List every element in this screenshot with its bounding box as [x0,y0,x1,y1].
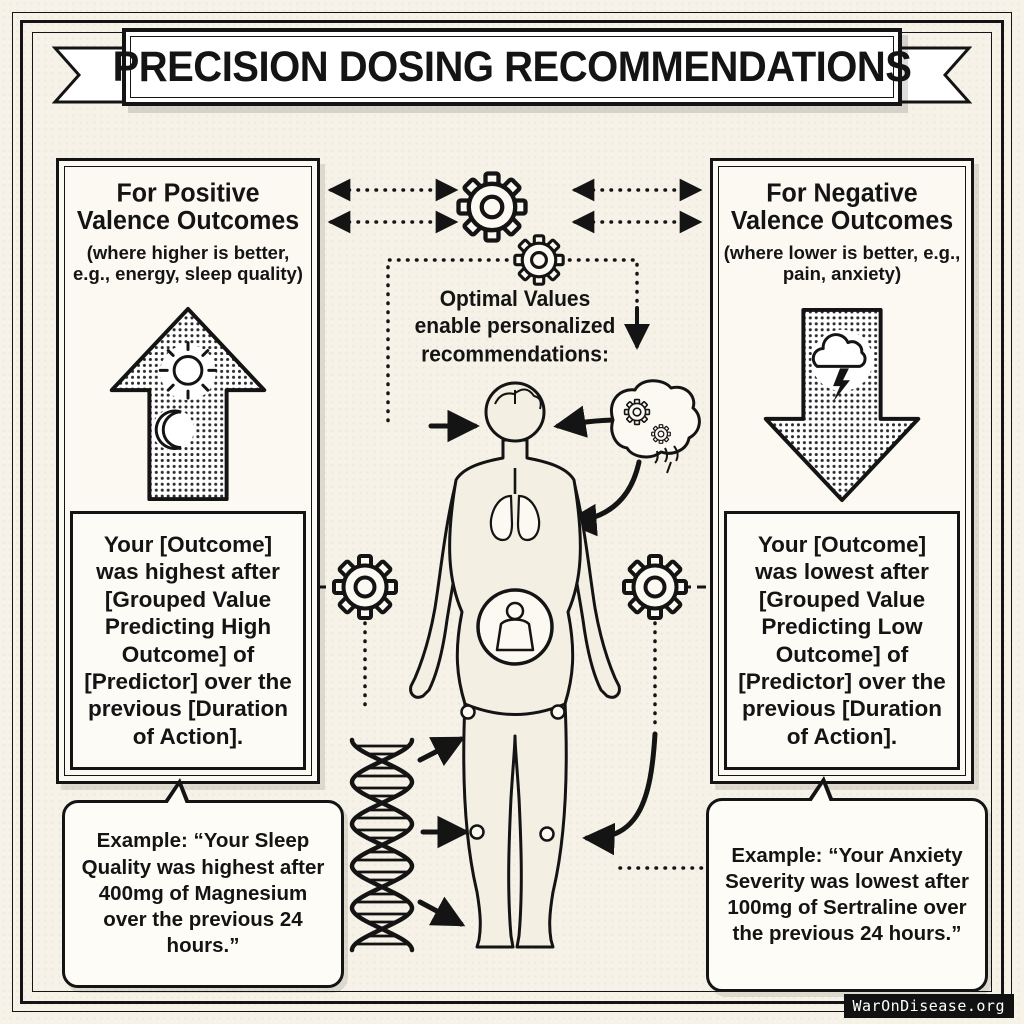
negative-panel-subtitle: (where lower is better, e.g., pain, anxi… [723,241,961,284]
gut-target-icon [476,588,554,666]
positive-recommendation-text: Your [Outcome] was highest after [Groupe… [84,531,292,749]
positive-panel-heading: For Positive Valence Outcomes [76,178,300,236]
negative-example-bubble: Example: “Your Anxiety Severity was lowe… [706,776,988,992]
moon-icon [152,408,194,451]
human-figure-icon [409,381,621,949]
storm-cloud-icon [811,329,873,403]
up-arrow-icon [59,303,317,506]
down-arrow-icon [713,303,971,506]
lungs-icon [489,468,541,542]
positive-example-text: Example: “Your Sleep Quality was highest… [81,829,325,958]
positive-valence-panel: For Positive Valence Outcomes (where hig… [56,158,320,784]
dose-site-dots [460,704,566,842]
page-title: PRECISION DOSING RECOMMENDATIONS [112,43,912,90]
title-banner: PRECISION DOSING RECOMMENDATIONS [113,28,912,106]
sun-icon [158,341,218,401]
positive-panel-subtitle: (where higher is better, e.g., energy, s… [73,241,303,284]
negative-recommendation-text: Your [Outcome] was lowest after [Grouped… [738,531,946,749]
negative-example-text: Example: “Your Anxiety Severity was lowe… [725,843,969,946]
block-arrow-up [109,306,267,502]
dna-icon [349,737,415,953]
negative-panel-heading: For Negative Valence Outcomes [730,178,954,236]
dotted-connectors [327,178,709,870]
center-caption: Optimal Values enable personalized recom… [414,287,616,366]
brain-icon [610,379,701,474]
head-brain-lines [494,388,542,410]
positive-recommendation-box: Your [Outcome] was highest after [Groupe… [70,511,306,770]
watermark-label: WarOnDisease.org [843,994,1014,1018]
lightning-icon [833,368,850,403]
block-arrow-down [763,307,921,503]
legs [462,700,568,949]
central-illustration [317,150,713,953]
negative-recommendation-box: Your [Outcome] was lowest after [Grouped… [724,511,960,770]
negative-valence-panel: For Negative Valence Outcomes (where low… [710,158,974,784]
positive-example-bubble: Example: “Your Sleep Quality was highest… [62,778,344,988]
